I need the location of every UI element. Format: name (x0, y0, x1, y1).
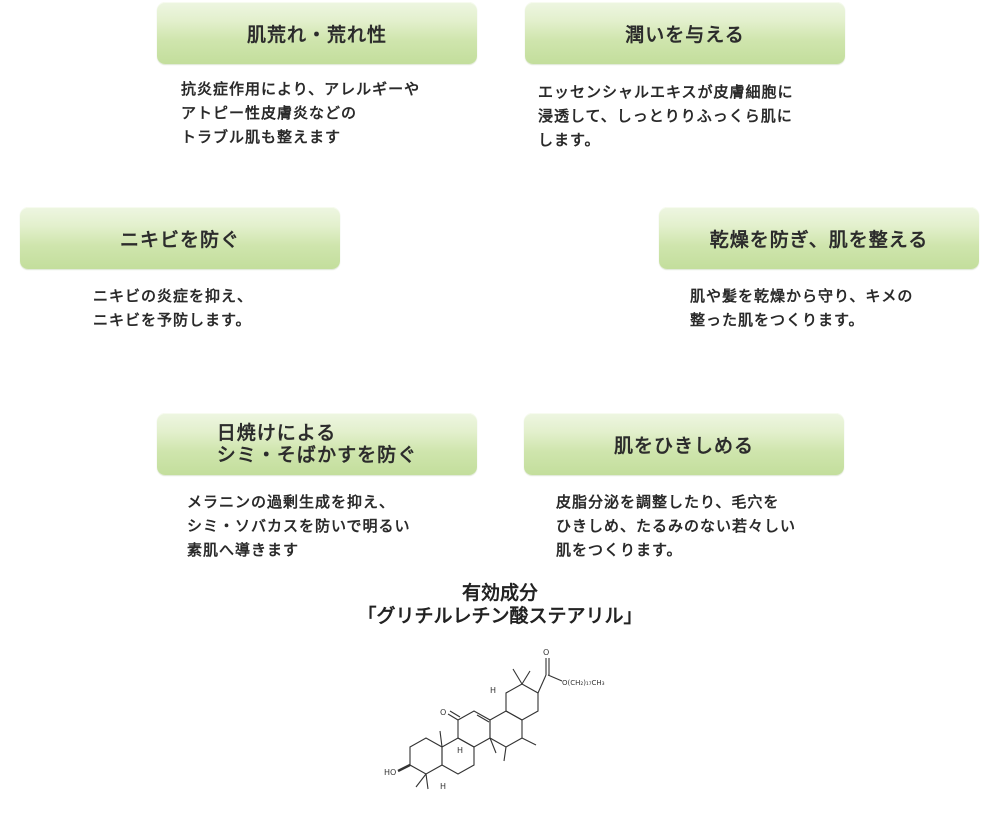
benefit-desc-tighten: 皮脂分泌を調整したり、毛穴を ひきしめ、たるみのない若々しい 肌をつくります。 (556, 490, 796, 562)
ketone-o-label: O (440, 708, 446, 717)
benefit-title-text: 乾燥を防ぎ、肌を整える (709, 228, 929, 251)
title-line: 日焼けによる (216, 422, 337, 444)
benefit-desc-rough-skin: 抗炎症作用により、アレルギーや アトピー性皮膚炎などの トラブル肌も整えます (181, 77, 420, 149)
desc-line: ニキビを予防します。 (93, 311, 252, 329)
desc-line: トラブル肌も整えます (181, 128, 342, 146)
ester-label: O(CH₂)₁₇CH₃ (562, 679, 605, 687)
benefit-title-dryness: 乾燥を防ぎ、肌を整える (659, 207, 979, 269)
benefit-title-text: ニキビを防ぐ (119, 228, 240, 251)
benefit-title-text: 日焼けによる シミ・そばかすを防ぐ (217, 422, 417, 466)
desc-line: ニキビの炎症を抑え、 (93, 287, 254, 305)
desc-line: 整った肌をつくります。 (690, 311, 865, 329)
benefit-title-moisturize: 潤いを与える (525, 2, 845, 64)
h-top-label: H (490, 686, 496, 695)
benefit-title-text: 肌荒れ・荒れ性 (246, 23, 387, 46)
active-ingredient-heading: 有効成分 「グリチルレチン酸ステアリル」 (300, 582, 700, 628)
methyl (521, 670, 531, 685)
molecule-structure-diagram: O O O(CH₂)₁₇CH₃ HO H H H (384, 648, 605, 791)
h-low-label: H (440, 782, 446, 791)
benefit-title-sunburn: 日焼けによる シミ・そばかすを防ぐ (157, 413, 477, 475)
benefit-title-text: 潤いを与える (625, 23, 745, 46)
benefit-desc-acne: ニキビの炎症を抑え、 ニキビを予防します。 (93, 284, 253, 332)
carbonyl-o-label: O (543, 648, 549, 657)
methyl (503, 746, 507, 762)
ester-o-bond (547, 674, 563, 682)
title-line: シミ・そばかすを防ぐ (216, 444, 418, 466)
desc-line: 肌や髪を乾燥から守り、キメの (690, 287, 914, 305)
ring-b (441, 737, 475, 775)
hydroxyl-label: HO (384, 768, 396, 777)
h-mid-label: H (457, 746, 463, 755)
desc-line: 浸透して、しっとりりふっくら肌に (538, 107, 793, 125)
desc-line: アトピー性皮膚炎などの (181, 104, 358, 122)
benefit-title-acne: ニキビを防ぐ (20, 207, 340, 269)
desc-line: メラニンの過剰生成を抑え、 (187, 493, 396, 511)
ring-c (457, 710, 491, 748)
desc-line: エッセンシャルエキスが皮膚細胞に (538, 83, 794, 101)
ring-e (505, 683, 539, 721)
benefit-desc-sunburn: メラニンの過剰生成を抑え、 シミ・ソバカスを防いで明るい 素肌へ導きます (187, 490, 411, 562)
ester-bond (537, 674, 547, 694)
benefit-title-rough-skin: 肌荒れ・荒れ性 (157, 2, 477, 64)
desc-line: シミ・ソバカスを防いで明るい (187, 517, 411, 535)
benefit-title-tighten: 肌をひきしめる (524, 413, 844, 475)
methyl (415, 773, 427, 788)
desc-line: 抗炎症作用により、アレルギーや (181, 80, 421, 98)
methyl (439, 730, 443, 748)
methyl (425, 773, 429, 790)
ring-a (409, 737, 443, 775)
desc-line: 素肌へ導きます (187, 541, 300, 559)
ingredient-label: 有効成分 (461, 582, 538, 604)
desc-line: します。 (538, 131, 601, 149)
ring-d (489, 710, 523, 748)
double-bond (476, 714, 490, 723)
methyl (489, 737, 497, 754)
ketone-bond (447, 713, 459, 721)
ketone-bond-2 (449, 710, 461, 718)
desc-line: ひきしめ、たるみのない若々しい (556, 517, 797, 535)
methyl (512, 668, 523, 685)
benefit-desc-moisturize: エッセンシャルエキスが皮膚細胞に 浸透して、しっとりりふっくら肌に します。 (538, 80, 794, 152)
desc-line: 皮脂分泌を調整したり、毛穴を (556, 493, 780, 511)
desc-line: 肌をつくります。 (556, 541, 683, 559)
benefit-desc-dryness: 肌や髪を乾燥から守り、キメの 整った肌をつくります。 (690, 284, 913, 332)
ingredient-name: 「グリチルレチン酸ステアリル」 (357, 605, 643, 627)
hydroxyl-bond (397, 763, 411, 773)
benefit-title-text: 肌をひきしめる (613, 434, 754, 457)
methyl (521, 737, 537, 746)
